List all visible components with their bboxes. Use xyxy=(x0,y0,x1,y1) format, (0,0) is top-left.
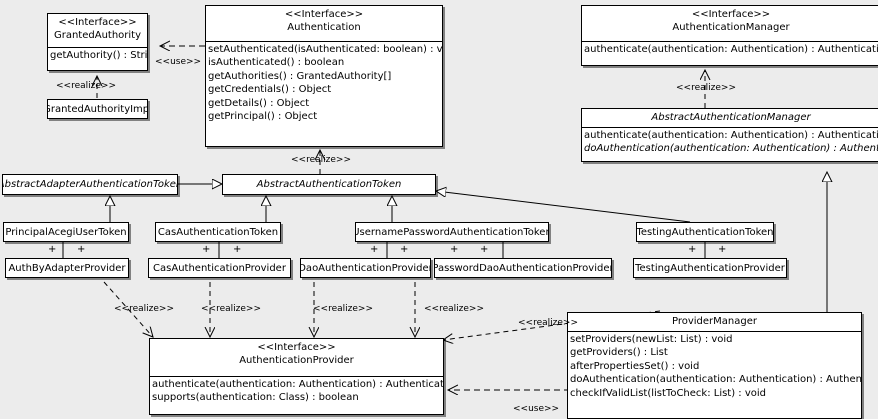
class-name: GrantedAuthorityImpl xyxy=(47,103,148,115)
operation: authenticate(authentication: Authenticat… xyxy=(584,44,878,55)
class-granted-authority[interactable]: <<Interface>> GrantedAuthority getAuthor… xyxy=(47,13,148,71)
edge-label-realize-daoauthenticationprovider: <<realize>> xyxy=(313,304,373,314)
class-name: ProviderManager xyxy=(671,316,757,327)
class-name: PasswordDaoAuthenticationProvider xyxy=(434,262,612,274)
class-auth-by-adapter-provider[interactable]: AuthByAdapterProvider xyxy=(5,258,129,278)
operation: afterPropertiesSet() : void xyxy=(570,360,700,372)
operation: supports(authentication: Class) : boolea… xyxy=(152,392,359,404)
class-name: AbstractAuthenticationToken xyxy=(256,179,402,190)
class-name: Authentication xyxy=(287,22,361,33)
class-username-password-authentication-token[interactable]: UsernamePasswordAuthenticationToken xyxy=(355,222,549,242)
operation: isAuthenticated() : boolean xyxy=(208,57,345,69)
class-name: AuthByAdapterProvider xyxy=(8,262,126,274)
edge-label-realize-passworddaoauthenticationprovider: <<realize>> xyxy=(424,304,484,314)
edge-label-realize-abstractauthenticationmanager: <<realize>> xyxy=(676,83,736,93)
class-cas-authentication-token[interactable]: CasAuthenticationToken xyxy=(155,222,281,242)
class-header: <<Interface>> AuthenticationManager xyxy=(582,6,878,42)
multiplicity-plus: + xyxy=(77,244,86,255)
operation: authenticate(authentication: Authenticat… xyxy=(584,130,878,141)
operation: doAuthentication(authentication: Authent… xyxy=(570,374,862,386)
class-name: GrantedAuthority xyxy=(53,30,142,41)
class-header: ProviderManager xyxy=(568,313,861,332)
operations-compartment: setProviders(newList: List) : void getPr… xyxy=(568,332,861,401)
operation: checkIfValidList(listToCheck: List) : vo… xyxy=(570,387,767,399)
class-header: <<Interface>> AuthenticationProvider xyxy=(150,339,443,377)
operation: setProviders(newList: List) : void xyxy=(570,334,733,345)
stereotype-label: <<Interface>> xyxy=(58,17,137,28)
multiplicity-plus: + xyxy=(48,244,57,255)
edge-label-use-providermanager-authenticationprovider: <<use>> xyxy=(513,404,560,414)
class-name: AuthenticationProvider xyxy=(239,355,354,366)
multiplicity-plus: + xyxy=(400,244,409,255)
class-dao-authentication-provider[interactable]: DaoAuthenticationProvider xyxy=(300,258,431,278)
class-authentication[interactable]: <<Interface>> Authentication setAuthenti… xyxy=(205,5,443,147)
operation: doAuthentication(authentication: Authent… xyxy=(584,143,878,155)
class-abstract-adapter-authentication-token[interactable]: AbstractAdapterAuthenticationToken xyxy=(2,174,178,195)
class-name: UsernamePasswordAuthenticationToken xyxy=(355,226,549,238)
class-name: AuthenticationManager xyxy=(672,22,790,33)
edge-label-realize-grantedauthorityimpl: <<realize>> xyxy=(56,81,116,91)
operation: getProviders() : List xyxy=(570,347,668,359)
multiplicity-plus: + xyxy=(233,244,242,255)
class-cas-authentication-provider[interactable]: CasAuthenticationProvider xyxy=(148,258,291,278)
operation: getAuthorities() : GrantedAuthority[] xyxy=(208,70,392,82)
class-abstract-authentication-manager[interactable]: AbstractAuthenticationManager authentica… xyxy=(581,108,878,162)
class-name: TestingAuthenticationProvider xyxy=(635,262,785,274)
class-password-dao-authentication-provider[interactable]: PasswordDaoAuthenticationProvider xyxy=(434,258,612,278)
operation: getAuthority() : String xyxy=(50,50,148,61)
class-name: CasAuthenticationProvider xyxy=(153,262,286,274)
class-name: AbstractAuthenticationManager xyxy=(651,112,811,123)
operation: setAuthenticated(isAuthenticated: boolea… xyxy=(208,44,443,55)
class-provider-manager[interactable]: ProviderManager setProviders(newList: Li… xyxy=(567,312,862,419)
class-header: AbstractAuthenticationManager xyxy=(582,109,878,128)
edge-generalization-testingauthenticationtoken xyxy=(436,191,691,223)
stereotype-label: <<Interface>> xyxy=(257,342,336,353)
class-abstract-authentication-token[interactable]: AbstractAuthenticationToken xyxy=(222,174,436,195)
edge-label-use-authentication-grantedauthority: <<use>> xyxy=(155,57,202,67)
multiplicity-plus: + xyxy=(202,244,211,255)
class-granted-authority-impl[interactable]: GrantedAuthorityImpl xyxy=(47,99,148,119)
operation: authenticate(authentication: Authenticat… xyxy=(152,379,444,390)
operations-compartment: authenticate(authentication: Authenticat… xyxy=(150,377,443,406)
operation: getDetails() : Object xyxy=(208,97,310,109)
class-name: CasAuthenticationToken xyxy=(157,226,279,238)
multiplicity-plus: + xyxy=(688,244,697,255)
stereotype-label: <<Interface>> xyxy=(284,9,364,20)
multiplicity-plus: + xyxy=(370,244,379,255)
class-header: <<Interface>> GrantedAuthority xyxy=(48,14,147,48)
operation: getPrincipal() : Object xyxy=(208,111,318,123)
operations-compartment: authenticate(authentication: Authenticat… xyxy=(582,42,878,57)
operations-compartment: setAuthenticated(isAuthenticated: boolea… xyxy=(206,42,442,124)
class-authentication-manager[interactable]: <<Interface>> AuthenticationManager auth… xyxy=(581,5,878,66)
class-testing-authentication-token[interactable]: TestingAuthenticationToken xyxy=(636,222,774,242)
operations-compartment: authenticate(authentication: Authenticat… xyxy=(582,128,878,157)
stereotype-label: <<Interface>> xyxy=(691,9,771,20)
edge-label-realize-abstractauthenticationtoken: <<realize>> xyxy=(291,155,351,165)
class-name: PrincipalAcegiUserToken xyxy=(5,226,127,238)
class-name: AbstractAdapterAuthenticationToken xyxy=(2,179,178,190)
multiplicity-plus: + xyxy=(718,244,727,255)
operations-compartment: getAuthority() : String xyxy=(48,48,147,63)
edge-label-realize-authbyadapterprovider: <<realize>> xyxy=(114,304,174,314)
class-name: DaoAuthenticationProvider xyxy=(300,262,431,274)
multiplicity-plus: + xyxy=(480,244,489,255)
edge-label-realize-providermanager: <<realize>> xyxy=(518,318,578,328)
class-header: <<Interface>> Authentication xyxy=(206,6,442,42)
class-testing-authentication-provider[interactable]: TestingAuthenticationProvider xyxy=(633,258,787,278)
edge-label-realize-casauthenticationprovider: <<realize>> xyxy=(201,304,261,314)
operation: getCredentials() : Object xyxy=(208,84,332,96)
class-principal-acegi-user-token[interactable]: PrincipalAcegiUserToken xyxy=(3,222,129,242)
class-authentication-provider[interactable]: <<Interface>> AuthenticationProvider aut… xyxy=(149,338,444,415)
class-name: TestingAuthenticationToken xyxy=(636,226,774,238)
multiplicity-plus: + xyxy=(450,244,459,255)
